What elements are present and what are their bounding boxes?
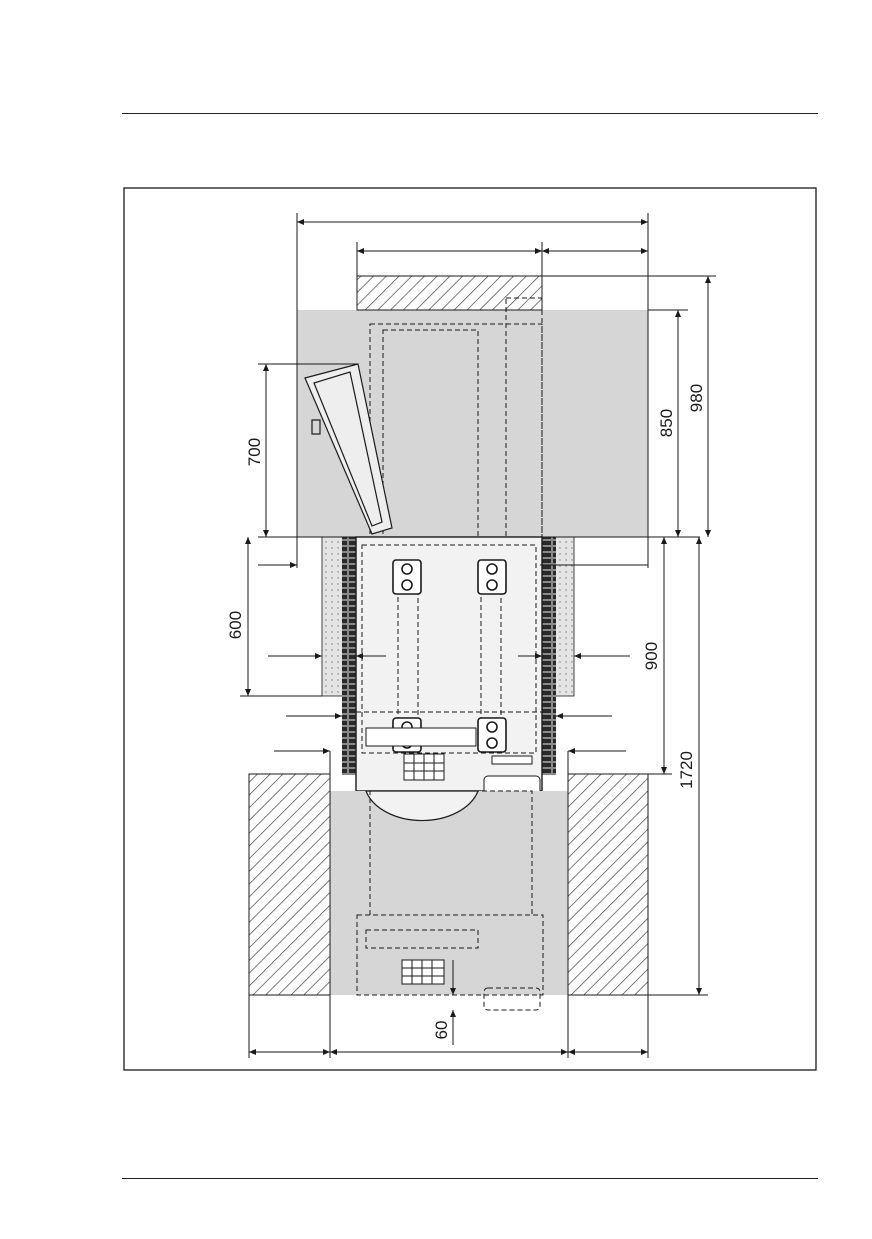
bottom-rule <box>122 1178 818 1179</box>
lower-right-hatched-wall <box>567 773 649 996</box>
dim-600-line <box>240 537 322 697</box>
right-brick-wall <box>542 537 556 775</box>
lower-left-hatched-wall <box>248 773 331 996</box>
bottom-dimension-lines <box>248 751 649 1058</box>
dim-900-label: 900 <box>642 642 661 670</box>
dim-980-line <box>542 275 716 537</box>
dim-600-label: 600 <box>226 611 245 639</box>
pulled-out-keypad <box>401 959 445 985</box>
dim-700-line <box>258 363 700 538</box>
top-dimension-lines <box>296 213 649 568</box>
left-brick-wall <box>342 537 356 775</box>
machine-body <box>355 536 543 792</box>
tilted-door <box>304 363 393 535</box>
top-hatched-block <box>356 275 543 311</box>
dim-1720-label: 1720 <box>677 751 696 789</box>
pulled-out-outline <box>356 790 544 1011</box>
dim-850-line <box>648 309 688 537</box>
side-arrows <box>258 562 648 754</box>
right-dotted-zone <box>554 536 575 697</box>
dim-700-label: 700 <box>245 438 264 466</box>
dim-850-label: 850 <box>657 409 676 437</box>
dim-900-line <box>568 537 672 775</box>
dim-60-label: 60 <box>432 1021 451 1040</box>
dim-980-label: 980 <box>687 384 706 412</box>
left-dotted-zone <box>321 536 345 697</box>
door-swing-arc <box>365 790 479 822</box>
top-rule <box>122 113 818 114</box>
figure-frame <box>123 187 817 1071</box>
dim-1720-line <box>648 537 708 996</box>
